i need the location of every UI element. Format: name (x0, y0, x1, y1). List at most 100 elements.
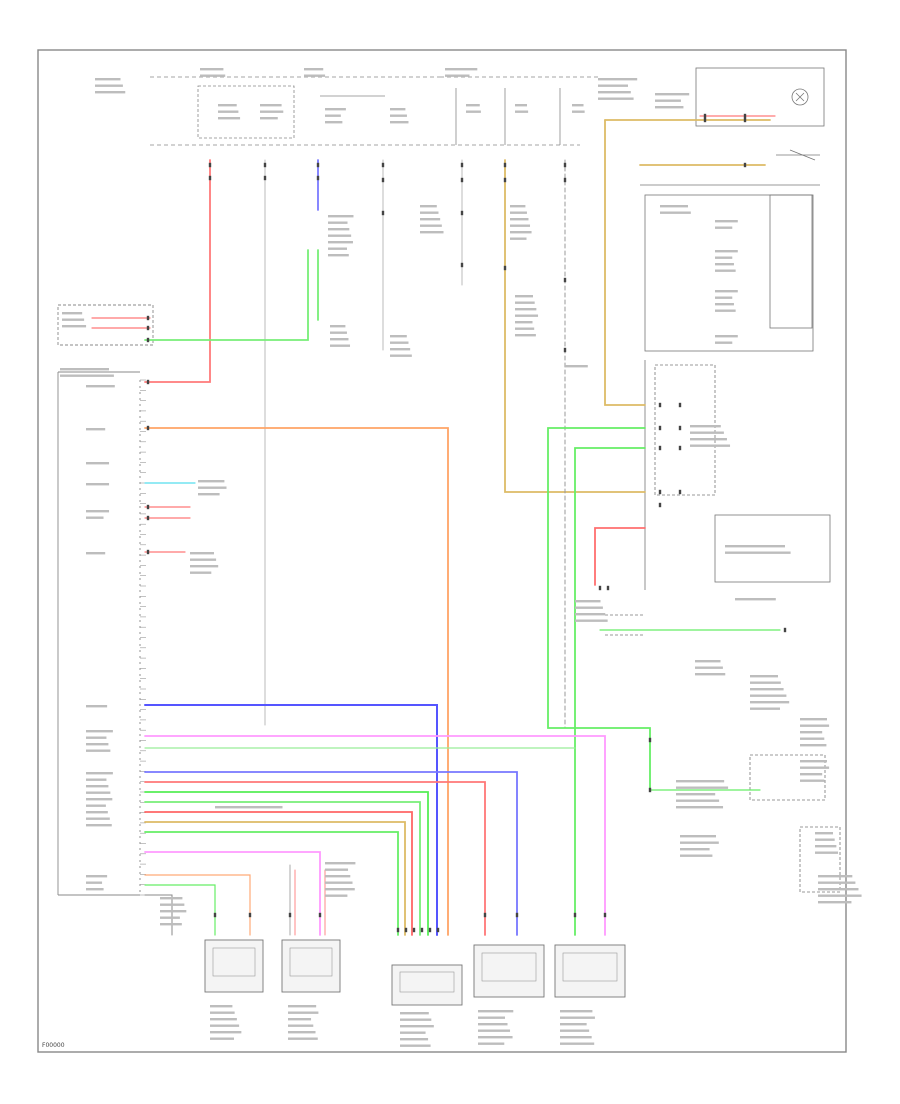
label-stub (478, 1029, 511, 1032)
label-stub (572, 104, 584, 107)
label-stub (210, 1024, 240, 1027)
label-stub (598, 97, 634, 100)
label-stub (325, 108, 346, 111)
splice-dot (563, 347, 567, 353)
label-stub (515, 110, 529, 113)
label-stub (330, 331, 347, 334)
main-connector (391, 964, 463, 1006)
bottom-connectors (204, 939, 626, 1006)
splice-dot (603, 912, 607, 918)
splice-dot (146, 504, 150, 510)
splice-dot (563, 162, 567, 168)
wire-blue-b (144, 771, 518, 936)
label-stub (160, 910, 187, 913)
label-stub (690, 438, 727, 441)
label-stub (510, 237, 527, 240)
splice-dot (460, 177, 464, 183)
label-stub (288, 1037, 318, 1040)
label-stub (330, 344, 351, 347)
label-stub (160, 916, 180, 919)
splice-dot (213, 912, 217, 918)
splice-dot (563, 177, 567, 183)
right-switch-area (605, 67, 841, 893)
label-stub (325, 888, 355, 891)
splice-dot (428, 927, 432, 933)
label-stub (328, 254, 349, 257)
label-stub (160, 903, 185, 906)
label-stub (680, 835, 716, 838)
label-stub (62, 325, 87, 328)
label-stub (510, 211, 527, 214)
label-stub (715, 269, 736, 272)
label-stub (818, 888, 859, 891)
label-stub (575, 613, 606, 616)
label-stub (210, 1005, 233, 1008)
wire-magenta-a (144, 735, 606, 936)
label-stub (515, 308, 537, 311)
label-stub (560, 1010, 593, 1013)
label-stub (330, 338, 349, 341)
label-stub (800, 731, 823, 734)
label-stub (200, 68, 224, 71)
splice-dot (146, 549, 150, 555)
splice-dot (316, 162, 320, 168)
splice-dot (658, 489, 662, 495)
label-stub (800, 724, 830, 727)
label-stub (715, 226, 733, 229)
label-stub (420, 205, 437, 208)
splice-dot (146, 515, 150, 521)
label-stub (86, 483, 110, 486)
label-stub (715, 220, 738, 223)
splice-dot (460, 262, 464, 268)
label-stub (86, 428, 106, 431)
splice-dot (396, 927, 400, 933)
wire-green-switch (144, 249, 309, 341)
label-stub (680, 841, 719, 844)
label-stub (400, 1044, 431, 1047)
label-stub (818, 894, 862, 897)
label-stub (510, 205, 526, 208)
label-stub (60, 374, 114, 377)
label-stub (400, 1038, 429, 1041)
label-stub (86, 385, 115, 388)
label-stub (390, 114, 407, 117)
label-stub (60, 368, 109, 371)
label-stub (750, 681, 781, 684)
splice-dot (146, 425, 150, 431)
wire-green-loop (547, 427, 651, 791)
wire-green-d (144, 801, 421, 936)
wire-grey-long (564, 159, 641, 729)
label-stub (695, 673, 726, 676)
label-stub (390, 354, 412, 357)
splice-dot (658, 445, 662, 451)
wire-green-e (144, 831, 399, 936)
label-stub (260, 104, 282, 107)
label-stub (190, 571, 212, 574)
splice-dot (460, 162, 464, 168)
label-stub (304, 68, 324, 71)
label-stub (750, 675, 778, 678)
wire-red-power (144, 159, 211, 383)
splice-dot (783, 627, 787, 633)
splice-dot (678, 402, 682, 408)
label-stub (560, 1016, 595, 1019)
label-stub (390, 335, 407, 338)
label-stub (86, 778, 107, 781)
label-stub (328, 215, 354, 218)
label-stub (575, 600, 601, 603)
label-stub (210, 1031, 242, 1034)
label-stub (715, 256, 733, 259)
splice-dot (146, 337, 150, 343)
label-stub (288, 1011, 319, 1014)
label-stub (800, 779, 825, 782)
label-stub (750, 694, 787, 697)
label-stub (478, 1023, 508, 1026)
connector-dots (146, 113, 787, 933)
label-stub (86, 824, 112, 827)
label-stub (572, 110, 585, 113)
label-stub (420, 224, 442, 227)
label-stub (328, 247, 347, 250)
label-stub (190, 565, 219, 568)
label-stub (86, 772, 113, 775)
